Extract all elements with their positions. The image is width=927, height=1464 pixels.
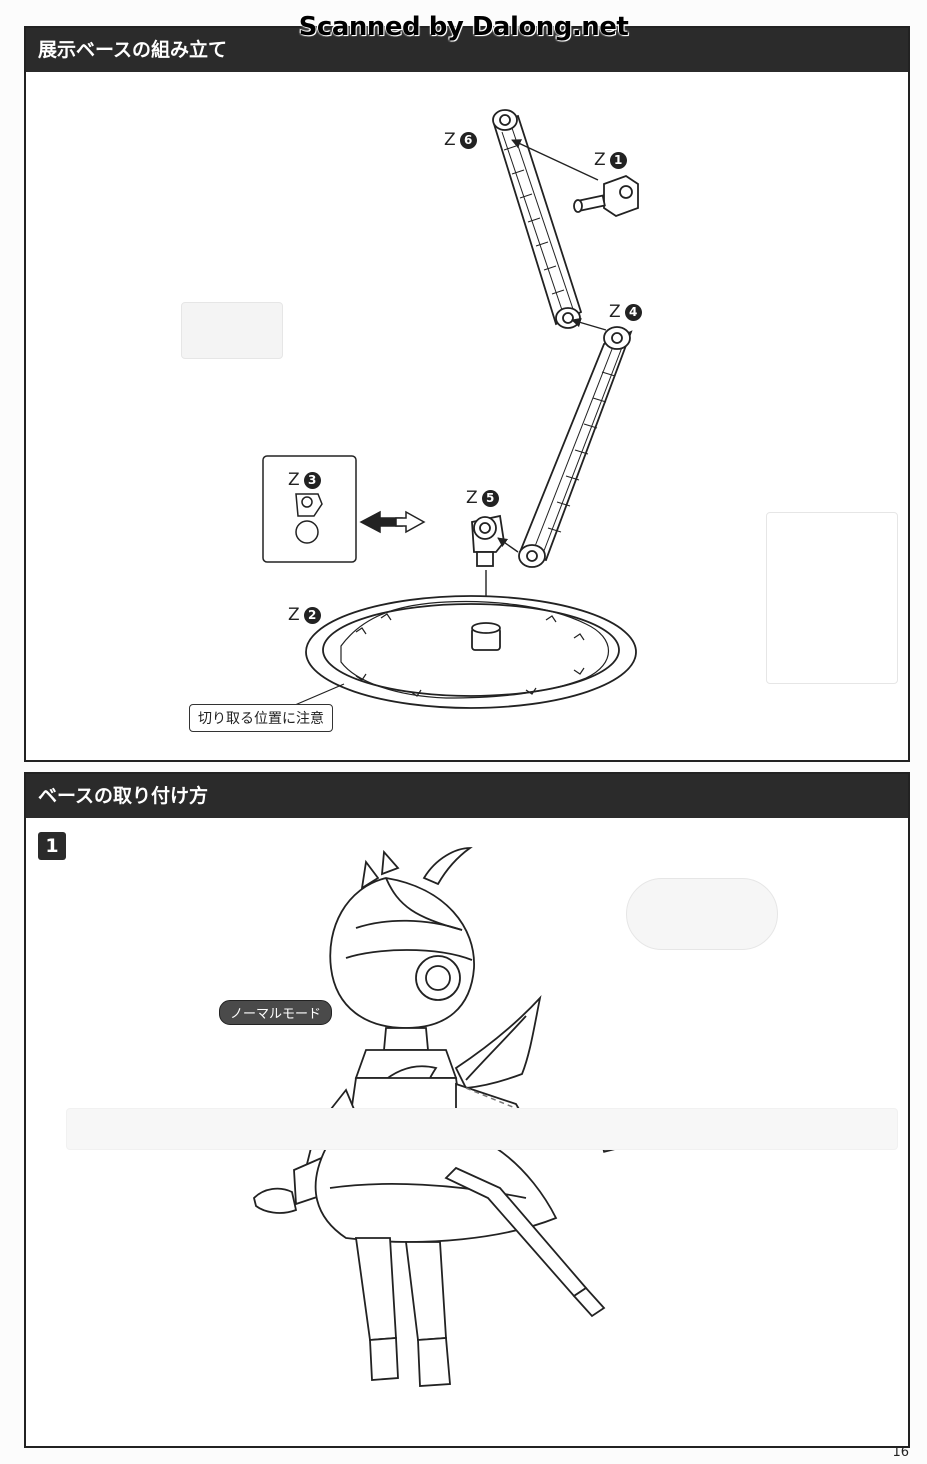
show-through-mark	[626, 878, 778, 950]
show-through-mark	[181, 302, 283, 359]
swap-arrow	[359, 510, 426, 534]
part-letter: Z	[288, 470, 300, 490]
part-label-z6: Z 6	[444, 130, 477, 150]
part-letter: Z	[594, 150, 606, 170]
part-letter: Z	[466, 488, 478, 508]
part-label-z4: Z 4	[609, 302, 642, 322]
part-number: 5	[481, 489, 499, 507]
arm-lower	[518, 326, 633, 568]
part-number: 6	[459, 131, 477, 149]
part-letter: Z	[288, 605, 300, 625]
part-letter: Z	[609, 302, 621, 322]
part-label-z1: Z 1	[594, 150, 627, 170]
base-attachment-section: ベースの取り付け方 1	[24, 772, 910, 1448]
alt-part-box	[262, 455, 357, 563]
page-number: 16	[892, 1445, 909, 1460]
watermark: Scanned by Dalong.net	[298, 12, 629, 42]
step-number-badge: 1	[38, 832, 66, 860]
connector-z5	[471, 514, 505, 567]
base-plate	[305, 595, 637, 709]
show-through-mark	[766, 512, 898, 684]
caution-note: 切り取る位置に注意	[189, 704, 333, 732]
arm-upper	[492, 109, 583, 329]
section-title: 展示ベースの組み立て	[26, 28, 908, 72]
mode-label-badge: ノーマルモード	[219, 1000, 333, 1025]
part-label-z2: Z 2	[288, 605, 321, 625]
display-base-assembly-section: 展示ベースの組み立て	[24, 26, 910, 762]
part-label-z5: Z 5	[466, 488, 499, 508]
part-number: 2	[303, 606, 321, 624]
joint-z1	[573, 174, 639, 218]
attachment-diagram: 1	[26, 818, 908, 1446]
section-title: ベースの取り付け方	[26, 774, 908, 818]
assembly-illustration	[262, 109, 639, 715]
part-number: 1	[609, 151, 627, 169]
part-number: 3	[303, 471, 321, 489]
part-number: 4	[624, 303, 642, 321]
part-letter: Z	[444, 130, 456, 150]
part-label-z3: Z 3	[288, 470, 321, 490]
show-through-mark	[66, 1108, 898, 1150]
assembly-diagram: Z 6 Z 1 Z 4 Z 3 Z 5 Z 2 切り取る位置に注意	[26, 72, 908, 760]
